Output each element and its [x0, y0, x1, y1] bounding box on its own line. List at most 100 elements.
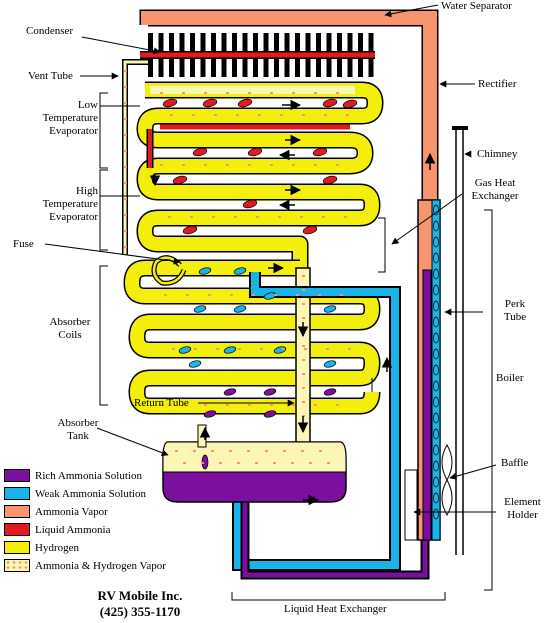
label-element-holder: Element Holder — [504, 496, 541, 521]
flow-blob — [342, 99, 358, 109]
vapor-fleck — [175, 450, 178, 452]
vapor-fleck — [314, 164, 317, 166]
flow-blob — [178, 346, 192, 354]
vapor-fleck — [124, 150, 127, 152]
vapor-fleck — [226, 164, 229, 166]
vapor-fleck — [124, 118, 127, 120]
vapor-fleck — [302, 114, 305, 116]
label-return-tube: Return Tube — [134, 397, 189, 409]
baffle — [441, 444, 453, 516]
weak-solution-pipe — [232, 272, 401, 571]
vapor-fleck — [211, 450, 214, 452]
vapor-fleck — [168, 216, 171, 218]
vapor-fleck — [201, 462, 204, 464]
vapor-fleck — [182, 164, 185, 166]
label-high-temperature-evaporator: High Temperature Evaporator — [42, 185, 98, 223]
vapor-fleck — [124, 246, 127, 248]
vapor-fleck — [273, 462, 276, 464]
vapor-fleck — [248, 404, 251, 406]
flow-blob — [433, 492, 439, 504]
legend-label: Hydrogen — [35, 542, 79, 554]
legend-label: Liquid Ammonia — [35, 524, 111, 536]
label-boiler: Boiler — [496, 372, 524, 384]
vapor-fleck — [248, 164, 251, 166]
element-holder — [404, 469, 418, 541]
vapor-fleck — [160, 164, 163, 166]
vent-tube — [122, 59, 148, 255]
vapor-fleck — [160, 404, 163, 406]
vapor-fleck — [283, 450, 286, 452]
flow-blob — [433, 348, 439, 360]
vapor-fleck — [274, 294, 277, 296]
vapor-fleck — [318, 294, 321, 296]
flow-blob — [433, 300, 439, 312]
vapor-fleck — [236, 114, 239, 116]
rich-solution-pipe — [240, 490, 430, 580]
flow-markers — [124, 70, 439, 520]
absorber-tank — [162, 424, 347, 503]
vapor-fleck — [292, 92, 295, 94]
company-info: RV Mobile Inc. (425) 355-1170 — [70, 588, 210, 620]
flow-blob — [433, 476, 439, 488]
vapor-fleck — [229, 450, 232, 452]
flow-blob — [433, 236, 439, 248]
flow-blob — [233, 267, 247, 275]
vapor-fleck — [192, 114, 195, 116]
flow-blob — [433, 508, 439, 520]
flow-blob — [323, 360, 337, 368]
flow-blob — [263, 410, 277, 418]
flow-blob — [433, 316, 439, 328]
label-absorber-coils: Absorber Coils — [49, 316, 91, 341]
vapor-fleck — [230, 294, 233, 296]
label-baffle: Baffle — [501, 457, 529, 469]
flow-blob — [433, 380, 439, 392]
vapor-fleck — [160, 92, 163, 94]
vapor-fleck — [190, 216, 193, 218]
vapor-fleck — [204, 164, 207, 166]
vapor-fleck — [292, 164, 295, 166]
vapor-fleck — [214, 114, 217, 116]
absorber-coils-pipe — [123, 259, 381, 415]
flow-blob — [322, 175, 338, 185]
vapor-fleck — [336, 92, 339, 94]
vapor-fleck — [258, 114, 261, 116]
flow-blob — [193, 305, 207, 313]
label-vent-tube: Vent Tube — [28, 70, 73, 82]
label-low-temperature-evaporator: Low Temperature Evaporator — [42, 99, 98, 137]
flow-blob — [237, 98, 253, 108]
vapor-fleck — [326, 348, 329, 350]
vapor-fleck — [182, 404, 185, 406]
legend-swatch — [4, 523, 30, 536]
legend-label: Weak Ammonia Solution — [35, 488, 146, 500]
vapor-fleck — [124, 230, 127, 232]
flow-blob — [302, 225, 318, 235]
label-liquid-heat-exchanger: Liquid Heat Exchanger — [284, 603, 387, 615]
label-condenser: Condenser — [26, 25, 74, 37]
vapor-fleck — [124, 86, 127, 88]
fuse-loop — [151, 255, 187, 286]
flow-blob — [203, 410, 217, 418]
vapor-fleck — [302, 359, 305, 361]
vapor-fleck — [193, 450, 196, 452]
flow-blob — [323, 388, 337, 396]
legend-label: Rich Ammonia Solution — [35, 470, 142, 482]
vapor-fleck — [237, 462, 240, 464]
vapor-fleck — [216, 348, 219, 350]
vapor-fleck — [124, 134, 127, 136]
flow-blob — [242, 199, 258, 209]
flow-blob — [433, 268, 439, 280]
flow-blob — [223, 388, 237, 396]
vapor-fleck — [302, 387, 305, 389]
legend-swatch — [4, 469, 30, 482]
label-water-separator: Water Separator — [441, 0, 512, 12]
company-phone: (425) 355-1170 — [99, 604, 181, 619]
vapor-fleck — [248, 92, 251, 94]
flow-blob — [172, 175, 188, 185]
vapor-fleck — [270, 92, 273, 94]
label-fuse: Fuse — [13, 238, 34, 250]
flow-blob — [433, 332, 439, 344]
flow-blob — [433, 204, 439, 216]
flow-blob — [247, 147, 263, 157]
vapor-fleck — [172, 348, 175, 350]
